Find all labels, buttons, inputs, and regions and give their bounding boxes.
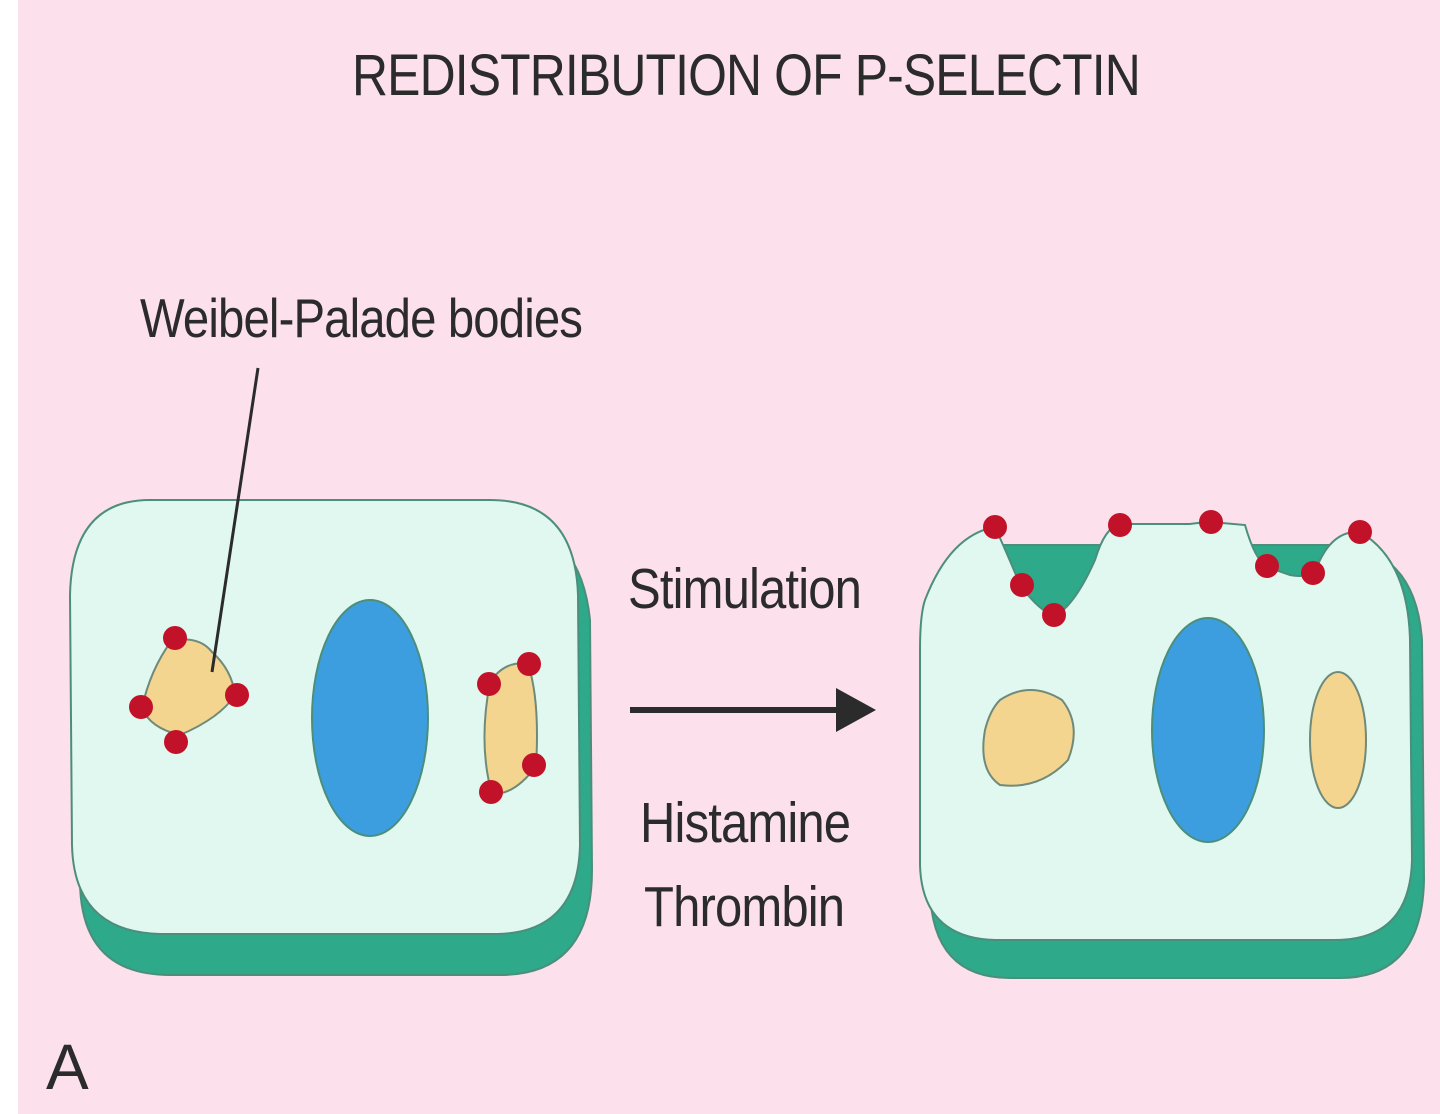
weibel-palade-body-left — [129, 626, 249, 754]
p-selectin-molecule — [479, 780, 503, 804]
surface-p-selectin — [1199, 510, 1223, 534]
weibel-palade-callout-label: Weibel-Palade bodies — [140, 287, 583, 349]
p-selectin-molecule — [522, 753, 546, 777]
arrow-head — [836, 688, 876, 732]
diagram-artwork — [18, 0, 1440, 1114]
p-selectin-molecule — [164, 730, 188, 754]
emptied-granule-left — [982, 689, 1075, 787]
p-selectin-molecule — [225, 683, 249, 707]
surface-p-selectin — [1010, 573, 1034, 597]
surface-p-selectin — [1042, 603, 1066, 627]
callout-leader-line — [210, 367, 260, 673]
p-selectin-molecule — [129, 695, 153, 719]
histamine-label: Histamine — [640, 791, 851, 855]
p-selectin-molecule — [163, 626, 187, 650]
surface-p-selectin — [983, 515, 1007, 539]
panel-letter: A — [46, 1031, 89, 1103]
surface-p-selectin — [1108, 513, 1132, 537]
weibel-palade-body-right — [477, 652, 546, 804]
resting-endothelial-cell — [68, 367, 594, 976]
emptied-granule-right — [1309, 671, 1367, 809]
left-margin-strip — [0, 0, 18, 1114]
p-selectin-molecule — [517, 652, 541, 676]
cell-nucleus — [311, 599, 429, 837]
surface-p-selectin — [1348, 520, 1372, 544]
stimulation-label: Stimulation — [628, 557, 862, 621]
thrombin-label: Thrombin — [644, 875, 845, 939]
figure-panel — [18, 0, 1440, 1114]
stimulation-arrow — [630, 688, 876, 732]
stimulated-endothelial-cell — [919, 510, 1426, 979]
figure-title: REDISTRIBUTION OF P-SELECTIN — [352, 43, 1141, 108]
surface-p-selectin — [1301, 561, 1325, 585]
surface-p-selectin — [1255, 554, 1279, 578]
cell-nucleus — [1151, 617, 1265, 843]
p-selectin-molecule — [477, 672, 501, 696]
